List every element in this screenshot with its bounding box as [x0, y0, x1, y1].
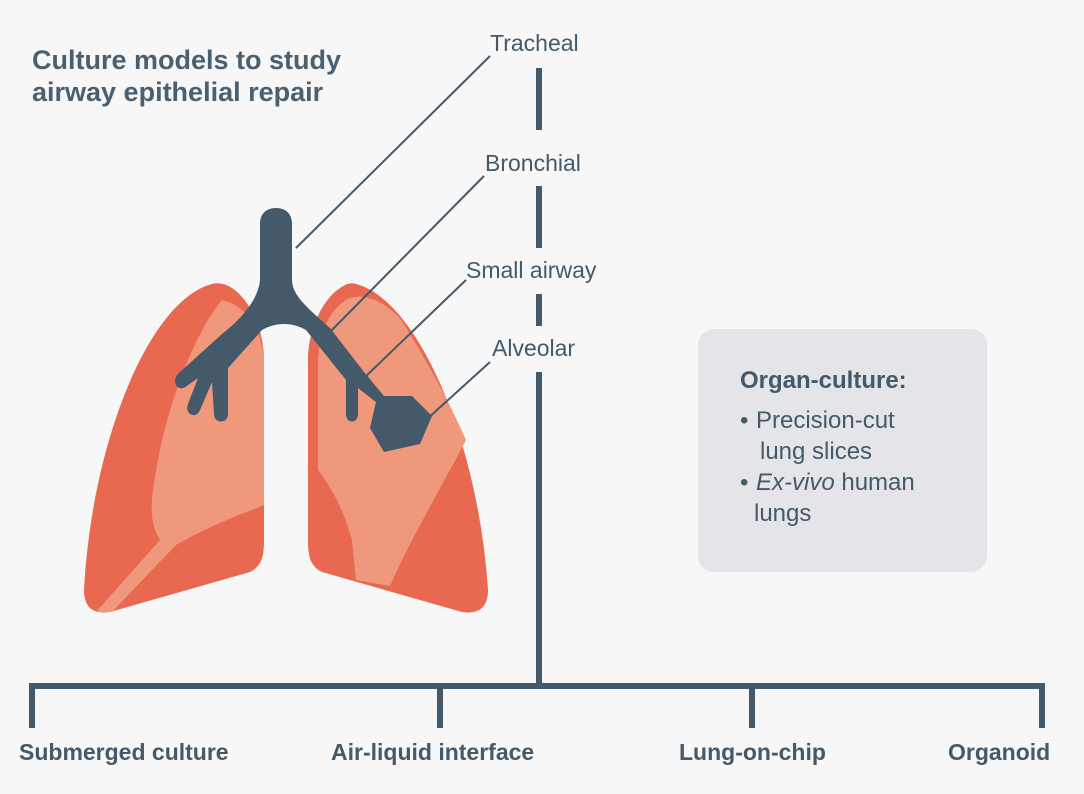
label-small-airway: Small airway: [466, 257, 597, 283]
label-submerged-culture: Submerged culture: [19, 739, 229, 765]
label-tracheal: Tracheal: [490, 30, 579, 56]
airway-tree: [175, 208, 432, 452]
item-2-italic: Ex-vivo: [756, 469, 835, 496]
label-alveolar: Alveolar: [492, 335, 576, 361]
item-2-rest: human: [834, 469, 915, 496]
page-title: Culture models to study airway epithelia…: [32, 44, 412, 108]
label-bronchial: Bronchial: [485, 150, 581, 176]
bottom-bracket: [29, 683, 1045, 728]
item-1-line-2: lung slices: [760, 438, 873, 465]
organ-culture-item-1: • Precision-cut lung slices: [740, 405, 895, 467]
organ-culture-item-2: • Ex-vivo human lungs: [740, 467, 915, 529]
item-2-line-2: lungs: [754, 500, 812, 527]
label-connectors: [295, 55, 491, 421]
organ-culture-box: Organ-culture: • Precision-cut lung slice…: [698, 329, 987, 572]
organ-culture-heading: Organ-culture:: [740, 367, 907, 394]
label-lung-on-chip: Lung-on-chip: [679, 739, 826, 765]
label-air-liquid-interface: Air-liquid interface: [331, 739, 535, 765]
title-line-1: Culture models to study: [32, 45, 342, 75]
item-1-line-1: Precision-cut: [756, 407, 895, 434]
title-line-2: airway epithelial repair: [32, 77, 324, 107]
label-organoid: Organoid: [948, 739, 1051, 765]
bullet-icon: •: [740, 407, 749, 434]
bullet-icon: •: [740, 469, 749, 496]
